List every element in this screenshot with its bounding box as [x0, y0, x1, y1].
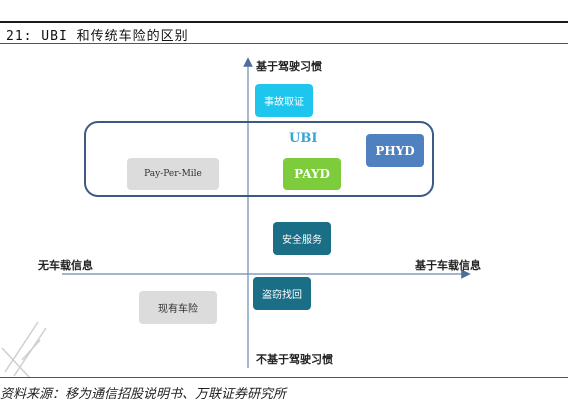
pay-per-mile-label: Pay-Per-Mile: [144, 169, 202, 179]
security-service-box: 安全服务: [273, 222, 331, 255]
security-service-label: 安全服务: [282, 235, 322, 246]
accident-evidence-label: 事故取证: [264, 97, 304, 108]
payd-box: PAYD: [283, 158, 341, 190]
figure-title: 21: UBI 和传统车险的区别: [6, 29, 189, 44]
phyd-box: PHYD: [366, 134, 424, 167]
phyd-label: PHYD: [375, 143, 415, 158]
y-axis-bottom-label: 不基于驾驶习惯: [256, 353, 333, 366]
top-rule: [0, 21, 568, 23]
theft-recovery-label: 盗窃找回: [262, 290, 302, 301]
watermark-mark: [1, 321, 47, 379]
y-axis-top-label: 基于驾驶习惯: [256, 60, 322, 73]
bottom-rule: [0, 377, 568, 378]
ubi-group-outline: [84, 121, 434, 197]
title-rule: [0, 43, 568, 44]
x-axis-left-label: 无车载信息: [38, 259, 93, 272]
existing-insurance-label: 现有车险: [158, 304, 198, 315]
theft-recovery-box: 盗窃找回: [253, 277, 311, 310]
ubi-group-label: UBI: [289, 131, 318, 146]
source-note: 资料来源：移为通信招股说明书、万联证券研究所: [0, 387, 287, 402]
payd-label: PAYD: [294, 167, 330, 181]
pay-per-mile-box: Pay-Per-Mile: [127, 158, 219, 190]
x-axis-right-label: 基于车载信息: [415, 259, 481, 272]
existing-insurance-box: 现有车险: [139, 291, 217, 324]
accident-evidence-box: 事故取证: [255, 84, 313, 117]
